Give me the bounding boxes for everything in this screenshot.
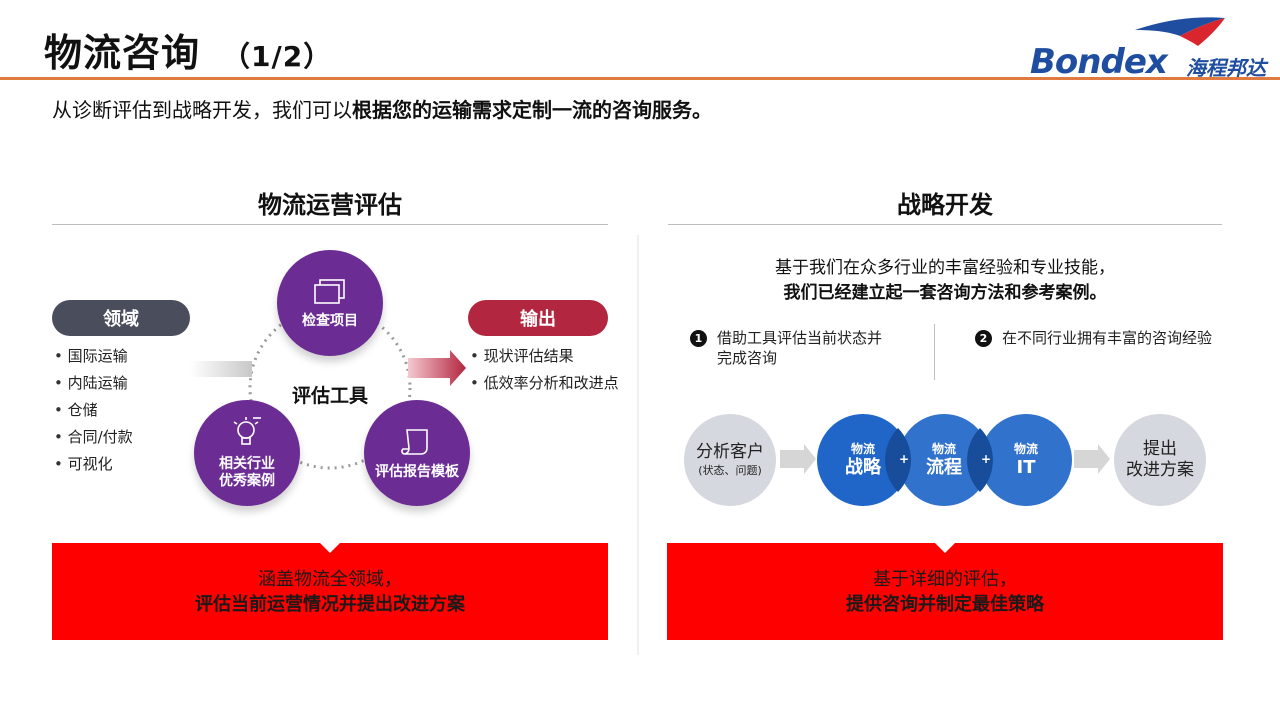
logo-wordmark: Bondex	[1030, 42, 1168, 82]
section-divider	[637, 235, 639, 655]
circle-label: 检查项目	[302, 312, 358, 329]
flow-label-big: 流程	[926, 457, 962, 478]
point-text: 在不同行业拥有丰富的咨询经验	[1002, 329, 1213, 347]
input-arrow	[190, 361, 252, 377]
box-notch	[935, 543, 955, 553]
flow-label: 提出	[1143, 439, 1177, 459]
title-underline	[0, 77, 1280, 80]
domain-pill: 领域	[52, 300, 190, 336]
page-title: 物流咨询 （1/2）	[44, 22, 332, 77]
arrow-right-icon	[780, 444, 816, 474]
section-title-strategy: 战略开发	[897, 191, 993, 219]
output-list: 现状评估结果 低效率分析和改进点	[470, 343, 619, 397]
title-text: 物流咨询	[44, 31, 201, 75]
flow-label: 分析客户	[696, 441, 764, 462]
circle-label: 评估报告模板	[375, 463, 459, 480]
point-2: 2 在不同行业拥有丰富的咨询经验	[975, 328, 1212, 348]
circle-report-template: 评估报告模板	[364, 400, 470, 506]
flow-propose-plan: 提出 改进方案	[1114, 414, 1206, 506]
assessment-conclusion-box: 涵盖物流全领域， 评估当前运营情况并提出改进方案	[52, 543, 608, 640]
logo-wing-icon	[1135, 17, 1225, 46]
strategy-conclusion-box: 基于详细的评估， 提供咨询并制定最佳策略	[667, 543, 1223, 640]
section-title-assessment: 物流运营评估	[258, 191, 402, 219]
flow-sublabel: (状态、问题)	[698, 463, 762, 477]
list-item: 内陆运输	[54, 370, 133, 397]
list-item: 国际运输	[54, 343, 133, 370]
conclusion-line: 涵盖物流全领域，	[258, 568, 402, 590]
list-item: 现状评估结果	[470, 343, 619, 370]
conclusion-line-bold: 提供咨询并制定最佳策略	[846, 593, 1044, 615]
circle-overlaps	[885, 428, 993, 492]
documents-icon	[314, 278, 345, 304]
scroll-document-icon	[401, 428, 428, 455]
domain-list: 国际运输 内陆运输 仓储 合同/付款 可视化	[54, 343, 133, 478]
flow-label-big: IT	[1016, 457, 1036, 478]
page-indicator: （1/2）	[222, 40, 333, 73]
flow-label-small: 物流	[850, 442, 875, 456]
intro-line-bold: 我们已经建立起一套咨询方法和参考案例。	[783, 283, 1107, 303]
plus-sign: +	[899, 452, 910, 466]
intro-plain: 从诊断评估到战略开发，我们可以	[52, 98, 352, 122]
points-separator	[934, 324, 935, 380]
section-rule-right	[668, 224, 1222, 225]
flow-analyze-customer: 分析客户 (状态、问题)	[684, 414, 776, 506]
logo-chinese: 海程邦达	[1186, 56, 1266, 80]
plus-sign: +	[981, 452, 992, 466]
circle-label: 优秀案例	[219, 473, 275, 489]
tool-cycle-graphic	[190, 306, 466, 470]
intro-bold: 根据您的运输需求定制一流的咨询服务。	[352, 98, 712, 122]
list-item: 低效率分析和改进点	[470, 370, 619, 397]
evaluation-tool-label: 评估工具	[292, 385, 369, 407]
conclusion-line-bold: 评估当前运营情况并提出改进方案	[195, 593, 465, 615]
point-text: 借助工具评估当前状态并 完成咨询	[717, 329, 883, 367]
number-badge: 2	[975, 330, 992, 347]
flow-label-small: 物流	[1013, 442, 1038, 456]
flow-label-small: 物流	[931, 442, 956, 456]
intro-sentence: 从诊断评估到战略开发，我们可以根据您的运输需求定制一流的咨询服务。	[52, 94, 712, 123]
number-badge: 1	[690, 330, 707, 347]
bondex-logo: Bondex 海程邦达	[1030, 14, 1270, 82]
list-item: 合同/付款	[54, 424, 133, 451]
arrow-right-icon	[1074, 444, 1110, 474]
flow-label: 改进方案	[1126, 460, 1194, 480]
box-notch	[320, 543, 340, 553]
circle-check-items: 检查项目	[277, 250, 383, 356]
output-arrow	[408, 350, 466, 386]
intro-line: 基于我们在众多行业的丰富经验和专业技能，	[775, 258, 1115, 278]
circle-industry-cases: 相关行业 优秀案例	[194, 400, 300, 506]
flow-logistics-it: 物流 IT	[980, 414, 1072, 506]
lightbulb-icon	[233, 417, 261, 445]
list-item: 仓储	[54, 397, 133, 424]
point-1: 1 借助工具评估当前状态并 完成咨询	[690, 328, 882, 368]
conclusion-line: 基于详细的评估，	[873, 568, 1017, 590]
circle-label: 相关行业	[219, 456, 275, 472]
strategy-intro: 基于我们在众多行业的丰富经验和专业技能， 我们已经建立起一套咨询方法和参考案例。	[668, 256, 1222, 306]
flow-arrows	[780, 444, 1110, 474]
output-pill: 输出	[468, 300, 608, 336]
section-rule-left	[52, 224, 608, 225]
flow-label-big: 战略	[845, 457, 881, 478]
dotted-cycle-ring	[248, 306, 412, 470]
list-item: 可视化	[54, 451, 133, 478]
